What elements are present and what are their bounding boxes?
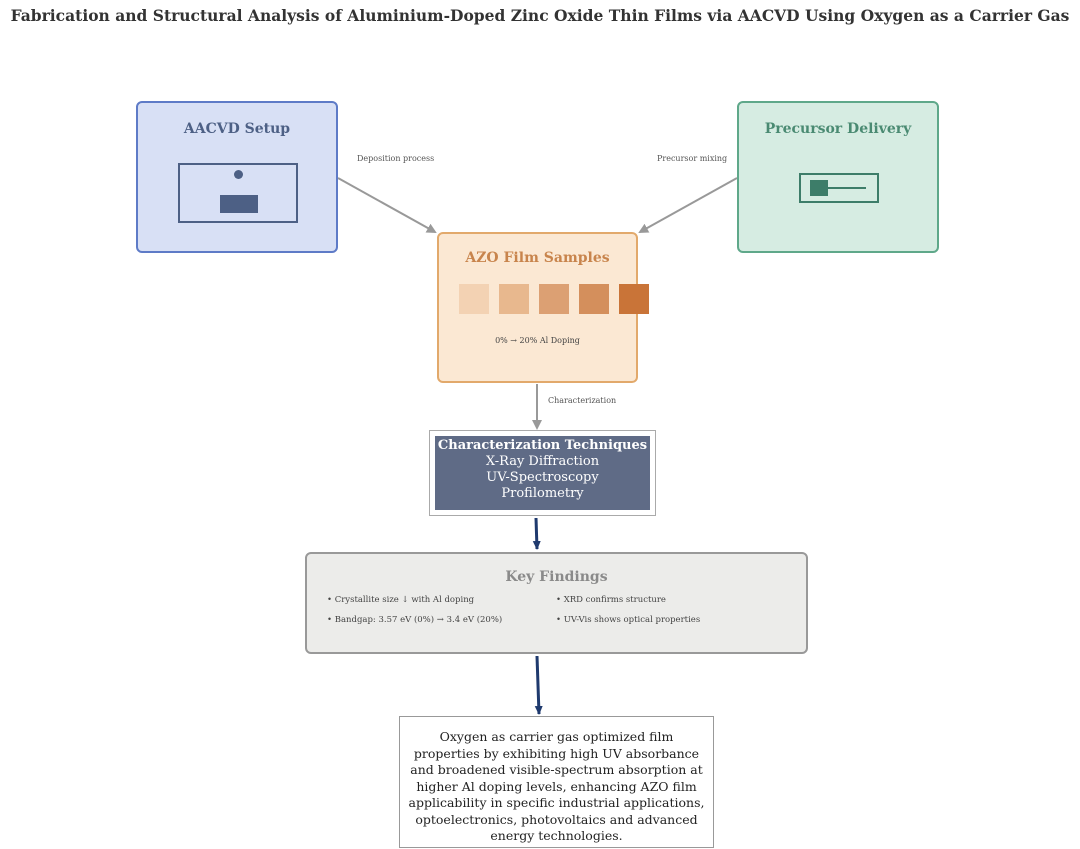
arrow-precursor-to-azo (638, 177, 738, 233)
doping-range-caption: 0% → 20% Al Doping (495, 336, 580, 345)
reactor-chamber-icon (178, 163, 298, 223)
key-findings-title: Key Findings (505, 569, 608, 585)
arrow-findings-to-conclusion (534, 655, 543, 715)
label-characterization: Characterization (548, 396, 617, 405)
precursor-flow-icon (799, 173, 879, 203)
characterization-title: Characterization Techniques (437, 438, 648, 453)
sample-swatch (619, 284, 649, 314)
finding-item: • Bandgap: 3.57 eV (0%) → 3.4 eV (20%) (327, 615, 503, 625)
azo-film-samples-title: AZO Film Samples (465, 250, 610, 266)
finding-item: • Crystallite size ↓ with Al doping (327, 595, 475, 605)
diagram-title: Fabrication and Structural Analysis of A… (10, 6, 1070, 25)
characterization-techniques-box: Characterization Techniques X-Ray Diffra… (429, 430, 656, 516)
technique-item: UV-Spectroscopy (486, 470, 599, 485)
azo-film-samples-box: AZO Film Samples 0% → 20% Al Doping (437, 232, 649, 383)
label-deposition: Deposition process (357, 154, 435, 163)
precursor-delivery-title: Precursor Delivery (764, 121, 912, 137)
finding-item: • UV-Vis shows optical properties (556, 615, 701, 625)
arrow-characterization-to-findings (532, 517, 541, 550)
sample-swatch (539, 284, 569, 314)
key-findings-box: Key Findings • Crystallite size ↓ with A… (305, 552, 808, 654)
finding-item: • XRD confirms structure (556, 595, 666, 605)
characterization-techniques-panel: Characterization Techniques X-Ray Diffra… (435, 436, 650, 510)
technique-item: X-Ray Diffraction (485, 454, 600, 469)
sample-swatch (499, 284, 529, 314)
aacvd-setup-title: AACVD Setup (183, 121, 291, 137)
arrow-aacvd-to-azo (337, 177, 437, 233)
aacvd-setup-box: AACVD Setup (136, 101, 338, 253)
precursor-delivery-box: Precursor Delivery (737, 101, 939, 253)
conclusion-box: Oxygen as carrier gas optimized film pro… (399, 716, 714, 848)
technique-item: Profilometry (501, 486, 584, 501)
substrate-icon (220, 195, 258, 213)
sample-swatch (579, 284, 609, 314)
sample-swatch (459, 284, 489, 314)
label-precursor-mixing: Precursor mixing (657, 154, 728, 163)
delivery-line-icon (828, 187, 866, 189)
conclusion-text: Oxygen as carrier gas optimized film pro… (408, 729, 705, 843)
precursor-reservoir-icon (810, 180, 828, 196)
aerosol-nozzle-icon (234, 170, 243, 179)
